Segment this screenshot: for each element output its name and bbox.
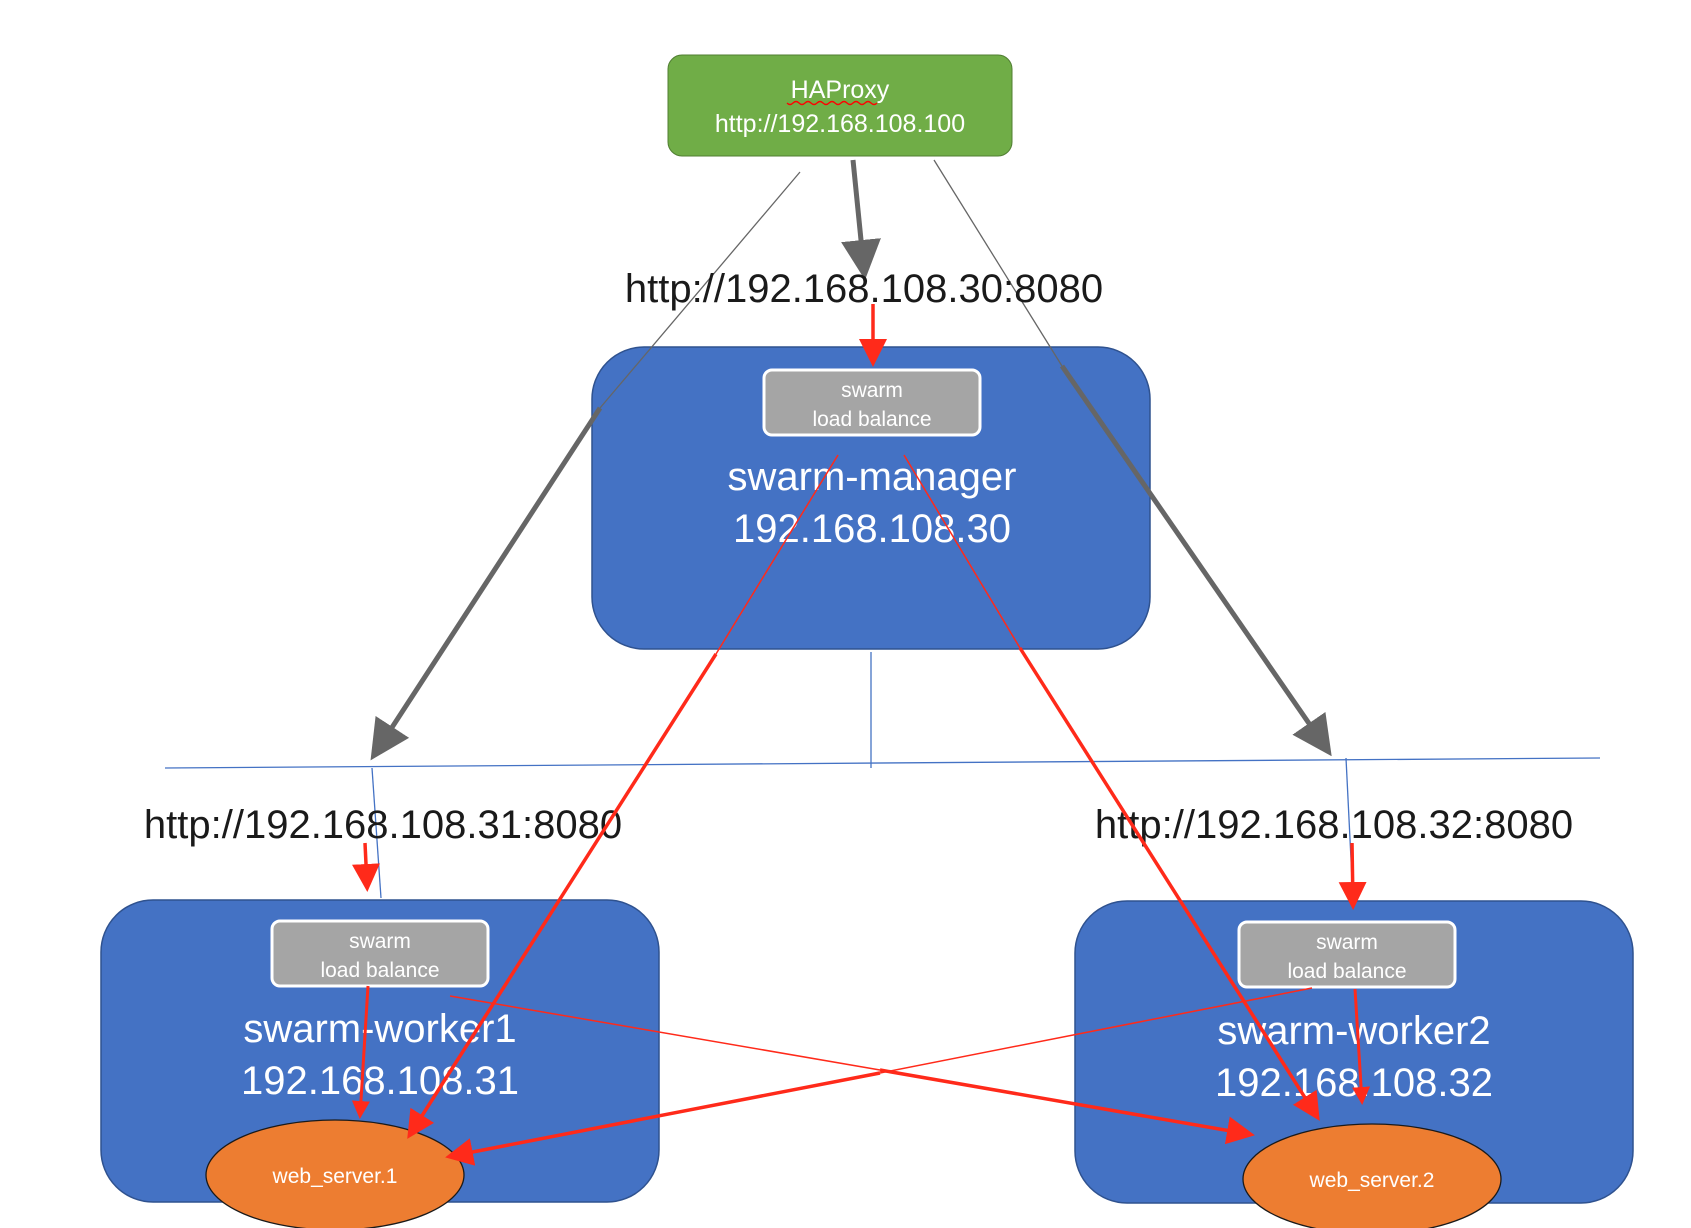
manager-lb-box — [762, 368, 982, 437]
haproxy-to-worker2-arrow — [1059, 364, 1332, 757]
worker2-lb-to-web1-arrow-thin — [879, 987, 1313, 1074]
worker1-lb-line1: swarm — [349, 930, 411, 953]
web-server-2-ellipse — [1242, 1123, 1502, 1228]
haproxy-url: http://192.168.108.100 — [715, 110, 965, 138]
spellcheck-underline — [786, 100, 878, 106]
web-server-1-label: web_server.1 — [272, 1165, 398, 1188]
worker1-lb-line2: load balance — [320, 959, 439, 982]
worker1-lb-box — [270, 919, 490, 988]
worker1-node-name: swarm-worker1 — [243, 1007, 516, 1051]
web-server-1-ellipse — [205, 1119, 465, 1228]
manager-node-name: swarm-manager — [728, 455, 1017, 499]
haproxy-to-manager-arrow — [841, 159, 881, 280]
manager-lb-to-web2-arrow — [1018, 647, 1320, 1121]
worker1-link-label: http://192.168.108.31:8080 — [144, 803, 622, 847]
network-bus-line — [164, 757, 1601, 769]
worker2-lb-to-web1-arrow — [445, 1071, 881, 1166]
web-server-2-label: web_server.2 — [1309, 1169, 1435, 1192]
haproxy-to-worker2-thin — [933, 159, 1063, 367]
manager-lb-line2: load balance — [812, 408, 931, 431]
haproxy-box — [667, 54, 1013, 157]
worker1-link-to-lb-arrow — [352, 842, 380, 892]
worker2-lb-line2: load balance — [1287, 960, 1406, 983]
worker2-link-to-lb-arrow — [1338, 842, 1367, 910]
worker2-lb-box — [1237, 920, 1457, 989]
worker1-lb-to-web2-arrow — [879, 1068, 1255, 1145]
haproxy-name: HAProxy — [791, 76, 890, 104]
manager-lb-to-web2-arrow-thin — [903, 454, 1021, 649]
manager-lb-to-web1-arrow-thin — [715, 454, 839, 655]
haproxy-to-worker1-thin — [599, 171, 801, 409]
worker2-lb-to-web2-arrow — [1352, 988, 1371, 1105]
worker2-lb-line1: swarm — [1316, 931, 1378, 954]
manager-node-ip: 192.168.108.30 — [733, 507, 1011, 551]
worker2-link-label: http://192.168.108.32:8080 — [1095, 803, 1573, 847]
manager-link-label: http://192.168.108.30:8080 — [625, 267, 1103, 311]
worker1-node-ip: 192.168.108.31 — [241, 1059, 519, 1103]
haproxy-to-worker1-arrow — [370, 406, 603, 761]
worker1-lb-to-web2-arrow-thin — [449, 995, 881, 1071]
worker2-node-name: swarm-worker2 — [1217, 1009, 1490, 1053]
manager-lb-line1: swarm — [841, 379, 903, 402]
worker2-node-ip: 192.168.108.32 — [1215, 1061, 1493, 1105]
worker1-lb-to-web1-arrow — [351, 985, 370, 1119]
manager-lb-to-web1-arrow — [407, 653, 718, 1139]
